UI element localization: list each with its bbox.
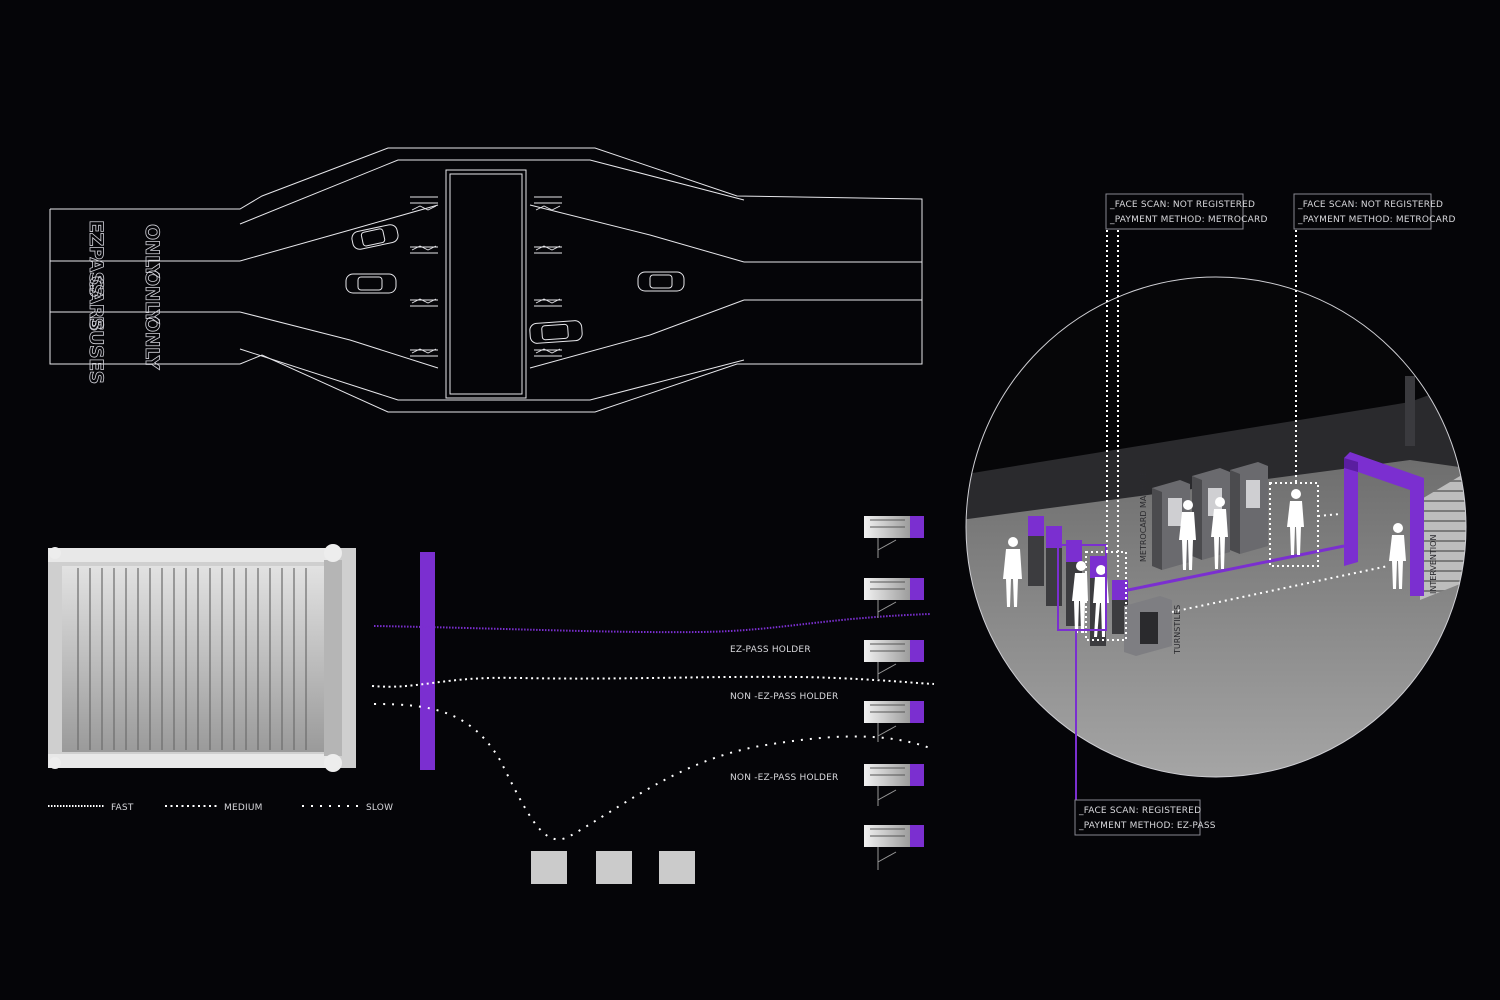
lane-label-ez-pass: EZ-PASS HOLDER (730, 645, 811, 655)
station-view-frame (965, 276, 1467, 778)
road-marking-buses: BUSES (85, 316, 107, 384)
car-icon (637, 271, 685, 292)
station-slow-path (1171, 565, 1389, 613)
person-icon (1179, 500, 1196, 570)
highlight-box-registered (1057, 544, 1107, 631)
car-icon (529, 320, 583, 344)
callout-3-line2: _PAYMENT METHOD: EZ-PASS (1078, 821, 1216, 831)
road-outline-left (50, 147, 923, 210)
flow-diagram: EZ-PASS HOLDER NON -EZ-PASS HOLDER NON -… (48, 516, 935, 884)
callout-2-line2: _PAYMENT METHOD: METROCARD (1297, 215, 1456, 225)
person-icon (1287, 489, 1304, 555)
turnstile-icon (864, 764, 924, 806)
person-icon (1389, 523, 1406, 589)
metrocard-machine-icon (1230, 462, 1268, 554)
metrocard-machine-icon (1152, 480, 1190, 570)
person-icon (1211, 497, 1228, 569)
highlight-box (1269, 482, 1319, 567)
callout-leaders (1075, 230, 1297, 800)
car-icon (345, 273, 397, 294)
speed-legend: FAST MEDIUM SLOW (48, 803, 393, 813)
turnstile-icon (864, 640, 924, 680)
callout-3-line1: _FACE SCAN: REGISTERED (1078, 806, 1201, 816)
road-marking-ezpass: EZPASS (85, 220, 107, 297)
lane-chevrons (410, 196, 562, 357)
legend-slow: SLOW (366, 803, 393, 813)
escalator-top-view (48, 544, 356, 772)
toll-plaza-plan (49, 147, 923, 413)
road-marking-only-2: ONLY (141, 270, 163, 324)
lane-label-non-ez-2: NON -EZ-PASS HOLDER (730, 773, 838, 783)
label-metrocard-machines: METROCARD MACHINES (1139, 466, 1148, 562)
flow-path-non-ez-2 (373, 703, 931, 841)
legend-medium: MEDIUM (224, 803, 263, 813)
toll-booth-island (445, 169, 527, 399)
road-marking-cars: CARS (85, 276, 107, 331)
turnstile-column (864, 516, 924, 870)
label-intervention: INTERVENTION (1429, 535, 1438, 594)
car-icon (351, 224, 399, 250)
station-perspective-view: METROCARD MACHINES TURNSTILES INTERVENTI… (965, 276, 1467, 778)
callout-box-3: _FACE SCAN: REGISTERED _PAYMENT METHOD: … (1074, 799, 1216, 836)
road-lane-markings: ONLY ONLY ONLY EZPASS CARS BUSES (85, 220, 164, 385)
legend-fast: FAST (111, 803, 134, 813)
turnstile-icon (864, 516, 924, 558)
turnstile-icon (864, 825, 924, 870)
lane-label-non-ez-1: NON -EZ-PASS HOLDER (730, 692, 838, 702)
turnstile-icon (864, 701, 924, 742)
label-turnstiles: TURNSTILES (1173, 605, 1182, 655)
metrocard-booth (659, 851, 695, 884)
callout-box-2: _FACE SCAN: NOT REGISTERED _PAYMENT METH… (1293, 193, 1456, 230)
metrocard-booth (531, 851, 567, 884)
road-marking-only-3: ONLY (141, 316, 163, 370)
intervention-gate (1344, 452, 1424, 596)
callout-box-1: _FACE SCAN: NOT REGISTERED _PAYMENT METH… (1105, 193, 1268, 230)
flow-path-non-ez-1 (371, 675, 935, 688)
callout-1-line1: _FACE SCAN: NOT REGISTERED (1109, 200, 1255, 210)
road-marking-only-1: ONLY (141, 224, 163, 278)
turnstile-icon (864, 578, 924, 618)
person-silhouettes (1003, 489, 1406, 637)
person-icon (1003, 537, 1022, 607)
callout-1-line2: _PAYMENT METHOD: METROCARD (1109, 215, 1268, 225)
callout-2-line1: _FACE SCAN: NOT REGISTERED (1297, 200, 1443, 210)
person-icon (1072, 561, 1088, 633)
metrocard-booth (596, 851, 632, 884)
intervention-gate-bar (420, 552, 435, 770)
flow-path-ez-pass (373, 613, 931, 634)
